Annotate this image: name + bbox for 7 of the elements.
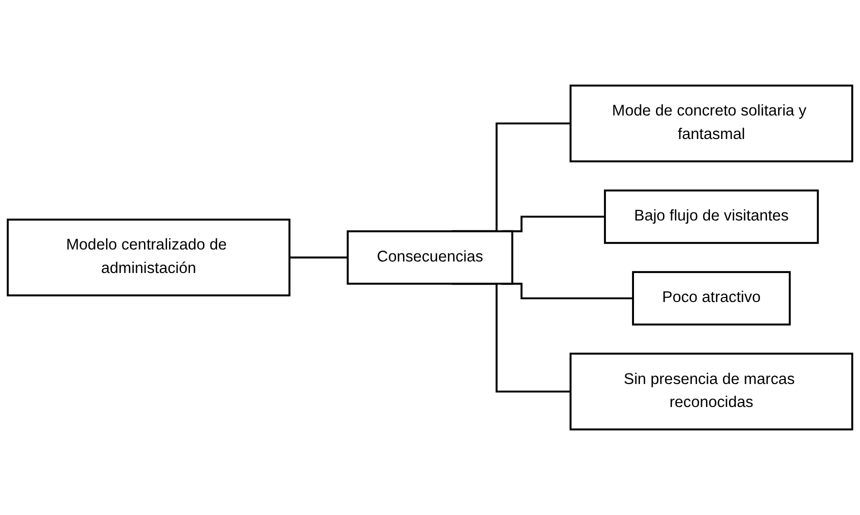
node-box: Poco atractivo (632, 271, 791, 326)
node-box: Bajo flujo de visitantes (604, 190, 819, 244)
connector (289, 256, 348, 258)
node-box: Mode de concreto solitaria y fantasmal (570, 84, 854, 162)
node-box: Modelo centralizado de administación (6, 218, 290, 296)
node-box: Consecuencias (346, 230, 514, 285)
node-box: Sin presencia de marcas reconocidas (570, 352, 854, 430)
